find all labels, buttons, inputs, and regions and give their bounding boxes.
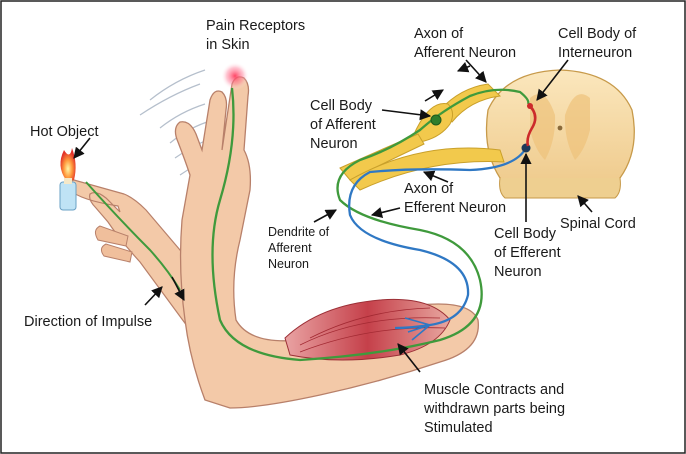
label-cell-body-interneuron: Cell Body of Interneuron xyxy=(558,26,640,61)
axon-afferent-leader xyxy=(465,59,487,83)
label-hot-object: Hot Object xyxy=(30,124,99,140)
label-cell-body-efferent: Cell Body of Efferent Neuron xyxy=(494,226,565,280)
label-pain-receptors: Pain Receptors in Skin xyxy=(206,18,309,53)
label-spinal-cord: Spinal Cord xyxy=(560,216,636,232)
dendrite-leader xyxy=(313,209,337,223)
afferent-neuron-ghost-path xyxy=(85,181,181,291)
interneuron-cell-body xyxy=(527,103,533,109)
afferent-cell-body-leader xyxy=(381,109,432,121)
impulse-direction-arrow-1 xyxy=(424,89,444,102)
label-dendrite-afferent: Dendrite of Afferent Neuron xyxy=(268,225,333,271)
muscle xyxy=(284,298,451,361)
interneuron-leader xyxy=(536,59,569,101)
afferent-neuron-path xyxy=(211,87,530,362)
direction-impulse-leader xyxy=(144,286,163,306)
afferent-cell-body xyxy=(430,114,442,126)
axon-efferent-efferent-leader xyxy=(422,170,449,183)
label-direction-impulse: Direction of Impulse xyxy=(24,314,152,330)
label-axon-afferent: Axon of Afferent Neuron xyxy=(414,26,516,61)
label-cell-body-afferent: Cell Body of Afferent Neuron xyxy=(310,98,380,152)
label-axon-efferent: Axon of Efferent Neuron xyxy=(404,181,506,216)
hot-object-leader xyxy=(73,137,91,159)
axon-efferent-leader xyxy=(370,207,401,218)
interneuron-path xyxy=(526,103,537,147)
label-muscle: Muscle Contracts and withdrawn parts bei… xyxy=(423,382,569,436)
spinal-cord-leader xyxy=(577,195,593,213)
pain-glow xyxy=(221,62,249,90)
efferent-terminals xyxy=(404,317,431,341)
efferent-neuron-path xyxy=(348,147,528,330)
impulse-direction-arrow-2 xyxy=(456,61,471,73)
direction-impulse-arrow xyxy=(171,276,185,301)
hot-object-candle xyxy=(59,148,77,211)
efferent-cell-body xyxy=(521,143,531,153)
muscle-leader xyxy=(397,343,421,373)
